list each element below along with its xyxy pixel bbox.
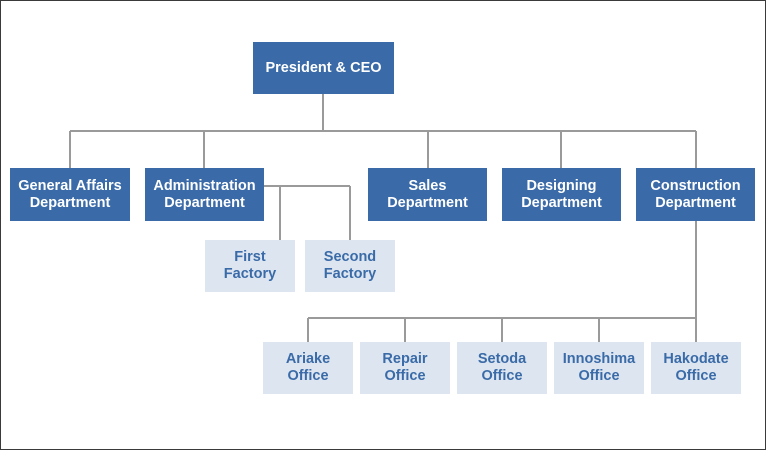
administration-line1: Administration [153,177,256,194]
construction-department-box: Construction Department [636,168,755,221]
ceo-box: President & CEO [253,42,394,94]
ariake-office-line2: Office [287,368,329,384]
second-factory-line2: Factory [323,266,377,282]
general-affairs-line2: Department [29,194,111,211]
innoshima-office-line2: Office [578,368,620,384]
first-factory-line2: Factory [223,266,277,282]
sales-line1: Sales [408,177,447,194]
administration-department-box: Administration Department [145,168,264,221]
ariake-office-line1: Ariake [285,351,331,367]
construction-line2: Department [655,194,736,211]
setoda-office-line1: Setoda [477,351,527,367]
hakodate-office-line1: Hakodate [663,351,729,367]
general-affairs-line1: General Affairs [18,177,122,194]
administration-line2: Department [164,194,245,211]
repair-office-line1: Repair [382,351,428,367]
innoshima-office-box: Innoshima Office [554,342,644,394]
sales-department-box: Sales Department [368,168,487,221]
ariake-office-box: Ariake Office [263,342,353,394]
sales-line2: Department [387,194,468,211]
innoshima-office-line1: Innoshima [562,351,636,367]
designing-line2: Department [521,194,602,211]
construction-line1: Construction [650,177,741,194]
general-affairs-department-box: General Affairs Department [10,168,130,221]
hakodate-office-line2: Office [675,368,717,384]
first-factory-box: First Factory [205,240,295,292]
setoda-office-box: Setoda Office [457,342,547,394]
second-factory-line1: Second [323,249,377,265]
setoda-office-line2: Office [481,368,523,384]
designing-line1: Designing [526,177,597,194]
ceo-label: President & CEO [265,59,382,76]
second-factory-box: Second Factory [305,240,395,292]
designing-department-box: Designing Department [502,168,621,221]
repair-office-line2: Office [384,368,426,384]
hakodate-office-box: Hakodate Office [651,342,741,394]
repair-office-box: Repair Office [360,342,450,394]
first-factory-line1: First [234,249,266,265]
